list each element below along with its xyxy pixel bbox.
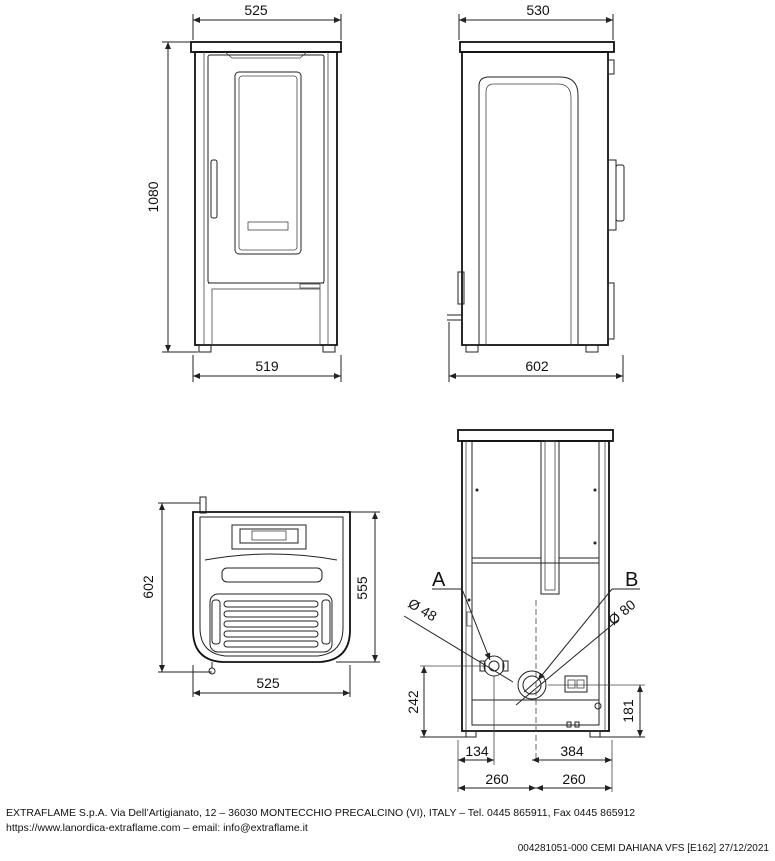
company-web: https://www.lanordica-extraflame.com – e… [6, 822, 308, 834]
front-top-width-label: 525 [244, 2, 268, 18]
rear-view: A Ø 48 B Ø 80 242 181 134 [403, 429, 645, 792]
side-top-width-label: 530 [526, 2, 550, 18]
document-code: 004281051-000 CEMI DAHIANA VFS [E162] 27… [517, 843, 769, 854]
outlet-b-label: B [625, 569, 638, 591]
top-width-label: 525 [256, 675, 280, 691]
top-depth-label: 602 [140, 575, 156, 599]
rear-offset-b-label: 384 [560, 743, 584, 759]
rear-half-left-label: 260 [485, 771, 509, 787]
rear-height-b-label: 181 [620, 699, 636, 723]
diameter-b-label: Ø 80 [605, 596, 639, 628]
top-inner-depth-label: 555 [354, 576, 370, 600]
rear-half-right-label: 260 [562, 771, 586, 787]
side-bottom-width-label: 602 [525, 358, 549, 374]
front-bottom-width-label: 519 [255, 358, 279, 374]
front-height-label: 1080 [145, 181, 161, 212]
side-view: 530 602 [447, 2, 625, 382]
company-address: EXTRAFLAME S.p.A. Via Dell’Artigianato, … [6, 807, 636, 819]
outlet-a-label: A [432, 569, 446, 591]
rear-height-a-label: 242 [405, 690, 421, 714]
rear-offset-a-label: 134 [465, 743, 489, 759]
front-view: 525 1080 519 [145, 2, 342, 382]
top-view: 602 555 525 [140, 496, 380, 697]
